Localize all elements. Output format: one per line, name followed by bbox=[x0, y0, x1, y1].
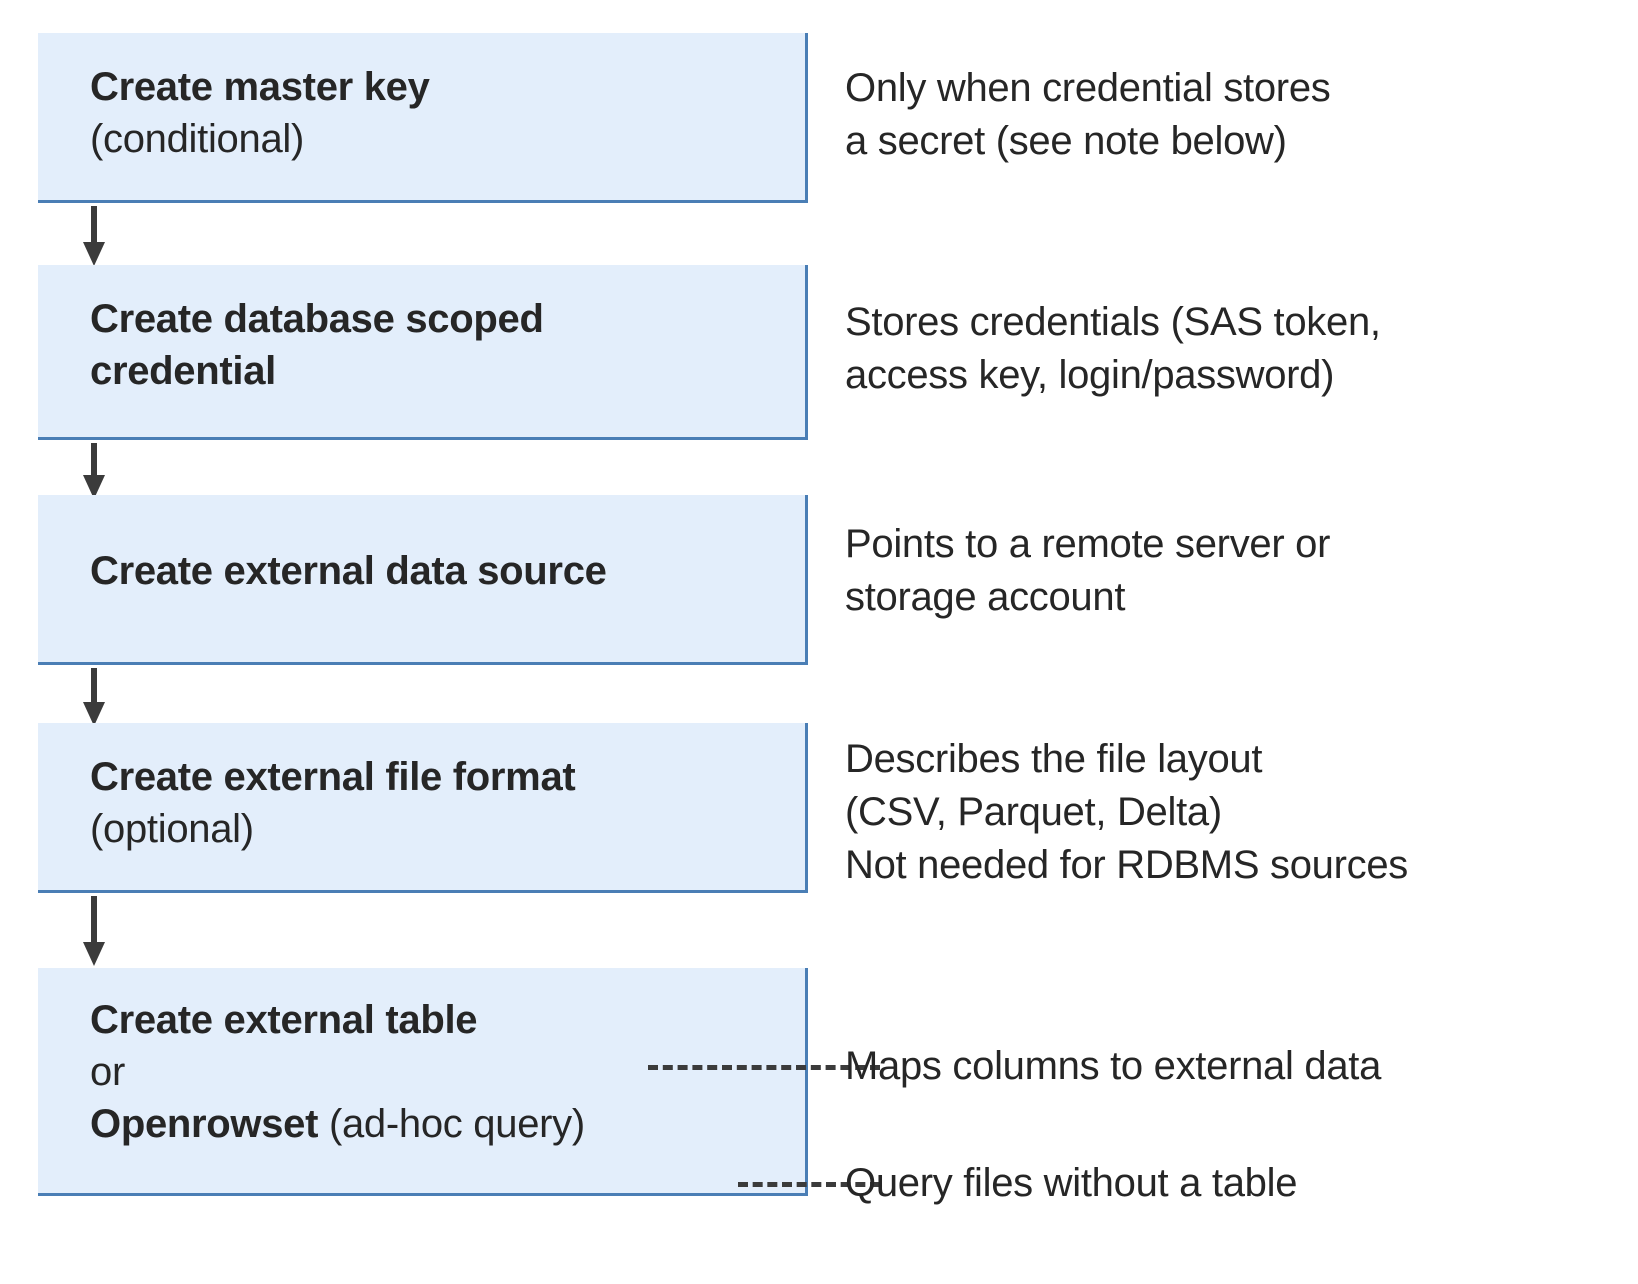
final-option-a-title: Create external table bbox=[90, 998, 478, 1042]
step-subtitle: (optional) bbox=[90, 807, 254, 851]
flow-arrow-3 bbox=[83, 668, 105, 726]
step-box-create-database-scoped-credential[interactable]: Create database scoped credential bbox=[38, 265, 808, 440]
dashed-connector-openrowset bbox=[738, 1182, 880, 1187]
step-box-create-external-table-or-openrowset[interactable]: Create external table or Openrowset (ad-… bbox=[38, 968, 808, 1196]
step-description-create-external-data-source: Points to a remote server or storage acc… bbox=[845, 522, 1331, 619]
step-subtitle: (conditional) bbox=[90, 117, 304, 161]
final-option-b-description: Query files without a table bbox=[845, 1161, 1298, 1205]
step-title: Create external data source bbox=[90, 549, 607, 593]
flow-arrow-1 bbox=[83, 206, 105, 266]
step-box-create-master-key[interactable]: Create master key (conditional) bbox=[38, 33, 808, 203]
step-description-create-external-file-format: Describes the file layout (CSV, Parquet,… bbox=[845, 737, 1408, 887]
final-option-a-description: Maps columns to external data bbox=[845, 1044, 1382, 1088]
final-option-separator: or bbox=[90, 1050, 125, 1094]
dashed-connector-external-table bbox=[648, 1065, 880, 1070]
step-title: Create external file format bbox=[90, 755, 576, 799]
step-box-create-external-data-source[interactable]: Create external data source bbox=[38, 495, 808, 665]
step-description-create-master-key: Only when credential stores a secret (se… bbox=[845, 66, 1331, 163]
step-title: Create database scoped credential bbox=[90, 297, 544, 393]
step-description-create-database-scoped-credential: Stores credentials (SAS token, access ke… bbox=[845, 300, 1381, 397]
flow-arrow-4 bbox=[83, 896, 105, 968]
final-option-b-suffix: (ad-hoc query) bbox=[318, 1102, 585, 1146]
flow-arrow-2 bbox=[83, 443, 105, 499]
final-option-b-title: Openrowset bbox=[90, 1102, 319, 1146]
step-title: Create master key bbox=[90, 65, 430, 109]
final-option-b-row: Openrowset (ad-hoc query) bbox=[90, 1098, 795, 1150]
step-box-create-external-file-format[interactable]: Create external file format (optional) bbox=[38, 723, 808, 893]
